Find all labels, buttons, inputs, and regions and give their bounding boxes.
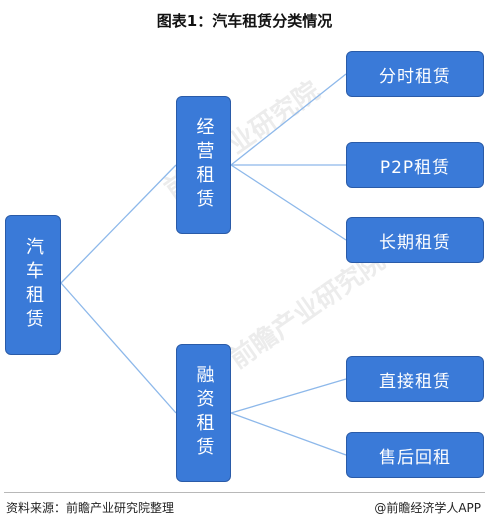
- branch-node-label: 经营租赁: [193, 117, 215, 213]
- connector-operating-to-timeshare: [230, 73, 347, 166]
- connector-finance-to-leaseback: [230, 412, 347, 456]
- branch-node-finance-lease: 融资租赁: [176, 344, 231, 482]
- root-node-label: 汽车租赁: [23, 237, 44, 333]
- root-node: 汽车租赁: [5, 215, 61, 355]
- leaf-node-sale-leaseback: 售后回租: [346, 432, 484, 478]
- leaf-node-timeshare: 分时租赁: [346, 51, 484, 97]
- leaf-node-direct-lease: 直接租赁: [346, 356, 484, 402]
- leaf-node-label: P2P租赁: [379, 157, 451, 178]
- branch-node-label: 融资租赁: [193, 365, 215, 461]
- leaf-node-label: 售后回租: [379, 447, 451, 468]
- leaf-node-label: 长期租赁: [379, 232, 451, 253]
- leaf-node-p2p: P2P租赁: [346, 142, 484, 188]
- leaf-node-label: 分时租赁: [379, 66, 451, 87]
- connector-root-to-finance: [60, 282, 177, 414]
- connector-operating-to-longterm: [230, 164, 347, 241]
- leaf-node-long-term: 长期租赁: [346, 217, 484, 263]
- figure-title: 图表1：汽车租赁分类情况: [156, 12, 333, 30]
- connector-root-to-operating: [60, 164, 177, 284]
- branch-node-operating-lease: 经营租赁: [176, 96, 231, 234]
- footer-divider: [4, 492, 485, 493]
- source-note: 资料来源：前瞻产业研究院整理: [6, 501, 175, 515]
- brand-credit: @前瞻经济学人APP: [374, 501, 481, 515]
- leaf-node-label: 直接租赁: [379, 371, 451, 392]
- connector-finance-to-direct: [230, 378, 347, 414]
